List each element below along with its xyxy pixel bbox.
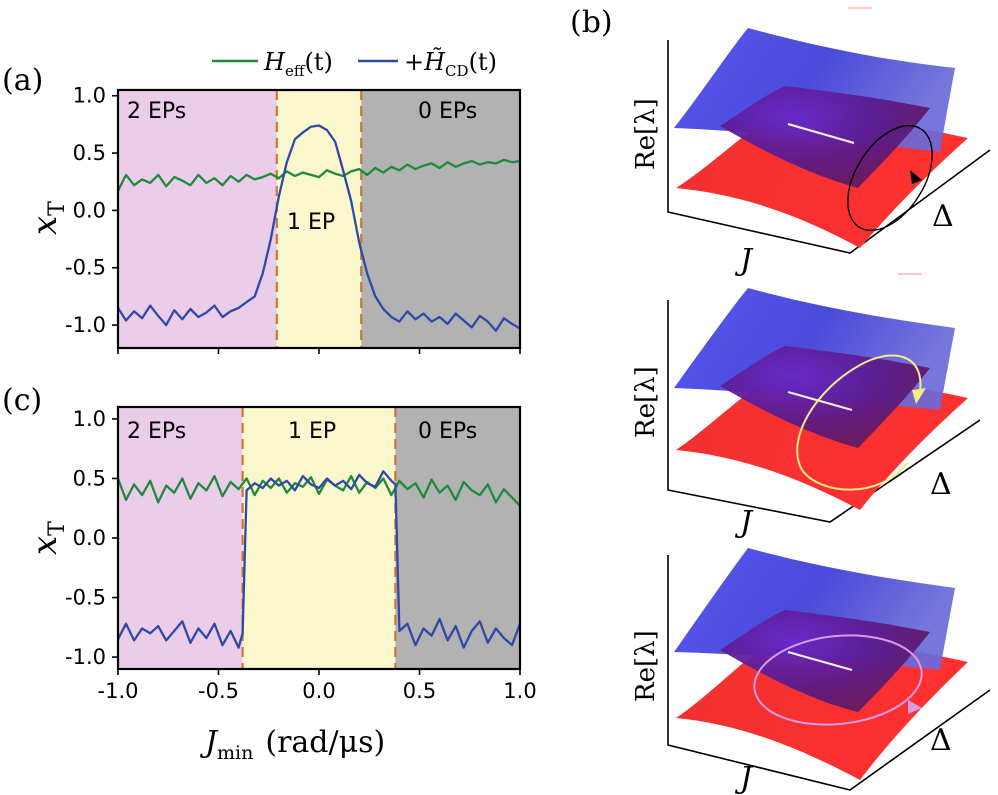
panel-b: (b) Re[λ] J Δ Re[λ] J Δ <box>570 5 991 795</box>
surface-plot-1: Re[λ] J Δ <box>631 7 991 278</box>
surface-plot-3-xaxis-label: J <box>734 761 754 795</box>
panel-c-ylabel: xT <box>25 521 70 555</box>
legend-hcd-label: +H̃CD(t) <box>404 48 497 80</box>
panel-a-region-1ep: 1 EP <box>287 210 335 235</box>
panel-b-label: (b) <box>570 5 613 40</box>
surface-plot-1-overlap <box>720 86 930 188</box>
surface-plot-2-branch-cut <box>787 390 853 412</box>
region-2 <box>276 90 362 348</box>
panel-c-region-0ep: 0 EPs <box>418 419 477 444</box>
panel-c-regions <box>118 407 520 669</box>
panel-a-region-2ep: 2 EPs <box>127 99 186 124</box>
surface-plot-2-loop-arrow-icon <box>912 388 926 404</box>
x-tick-label: 0.0 <box>302 679 335 703</box>
series-heff-line <box>116 158 521 192</box>
y-tick-label: -0.5 <box>65 256 106 280</box>
surface-plot-3-overlap <box>720 610 930 712</box>
surface-plot-3-branch-cut <box>787 650 853 672</box>
surface-plot-1-loop-arrow-icon <box>910 170 922 184</box>
x-tick-label: 1.0 <box>503 679 536 703</box>
legend-heff-label: Heff(t) <box>263 48 333 80</box>
region-3 <box>395 407 520 669</box>
y-tick-label: 0.0 <box>73 198 106 222</box>
y-tick-label: 1.0 <box>73 407 106 431</box>
panel-a-label: (a) <box>2 63 43 98</box>
panel-c-xlabel: Jmin(rad/μs) <box>199 725 385 764</box>
surface-plot-1-loop <box>847 124 933 232</box>
surface-plot-3-yaxis-label: Δ <box>930 723 952 758</box>
series-heff-line <box>116 474 521 507</box>
surface-plot-1-zlabel: Re[λ] <box>631 98 661 170</box>
surface-plot-3-axes <box>667 555 991 791</box>
legend: Heff(t) +H̃CD(t) <box>212 48 497 80</box>
surface-plot-2-loop <box>796 354 922 491</box>
y-tick-label: -1.0 <box>65 645 106 669</box>
surface-plot-2-axes <box>667 300 981 523</box>
panel-a: -1.0 -0.5 0.0 0.5 1.0 (a) 2 EPs 1 EP 0 EPs x… <box>2 48 522 354</box>
x-tick-label: -1.0 <box>98 679 139 703</box>
region-1 <box>118 407 243 669</box>
y-tick-label: 1.0 <box>73 84 106 108</box>
region-2 <box>242 407 396 669</box>
surface-plot-2: Re[λ] J Δ <box>631 273 981 540</box>
region-3 <box>361 90 520 348</box>
surface-plot-3: Re[λ] J Δ <box>631 548 991 795</box>
panel-a-lines <box>116 124 521 332</box>
surface-plot-1-yaxis-label: Δ <box>932 199 954 234</box>
y-tick-label: 0.0 <box>73 526 106 550</box>
surface-plot-1-branch-cut <box>787 122 855 145</box>
panel-a-ticks: -1.0 -0.5 0.0 0.5 1.0 <box>65 84 521 354</box>
x-tick-label: -0.5 <box>198 679 239 703</box>
panel-a-ylabel: xT <box>25 201 70 235</box>
surface-plot-2-zlabel: Re[λ] <box>631 366 661 438</box>
y-tick-label: 0.5 <box>73 141 106 165</box>
surface-plot-1-xaxis-label: J <box>734 243 754 278</box>
y-tick-label: 0.5 <box>73 466 106 490</box>
x-tick-label: 0.5 <box>403 679 436 703</box>
surface-plot-3-zlabel: Re[λ] <box>631 630 661 702</box>
surface-plot-2-xaxis-label: J <box>734 505 754 540</box>
panel-c-label: (c) <box>2 383 42 418</box>
panel-c-region-1ep: 1 EP <box>288 419 336 444</box>
panel-c-lines <box>116 470 522 649</box>
surface-plot-3-loop-arrow-icon <box>908 700 922 714</box>
surface-plot-3-loop <box>753 634 923 726</box>
series-hcd-line <box>117 124 521 332</box>
y-tick-label: -0.5 <box>65 586 106 610</box>
series-hcd-line <box>116 470 522 649</box>
surface-plot-2-overlap <box>720 346 930 448</box>
region-1 <box>118 90 277 348</box>
panel-c-ticks: -1.0 -0.5 0.0 0.5 1.0 -1.0 -0.5 0.0 0.5 1.0 <box>65 407 537 703</box>
panel-c-region-2ep: 2 EPs <box>127 419 186 444</box>
panel-a-regions <box>118 90 520 348</box>
y-tick-label: -1.0 <box>65 313 106 337</box>
surface-plot-2-yaxis-label: Δ <box>930 467 952 502</box>
panel-c: -1.0 -0.5 0.0 0.5 1.0 -1.0 -0.5 0.0 0.5 1.0 (c) 2… <box>2 383 537 764</box>
panel-a-region-0ep: 0 EPs <box>418 99 477 124</box>
surface-plot-1-axes <box>667 40 991 254</box>
